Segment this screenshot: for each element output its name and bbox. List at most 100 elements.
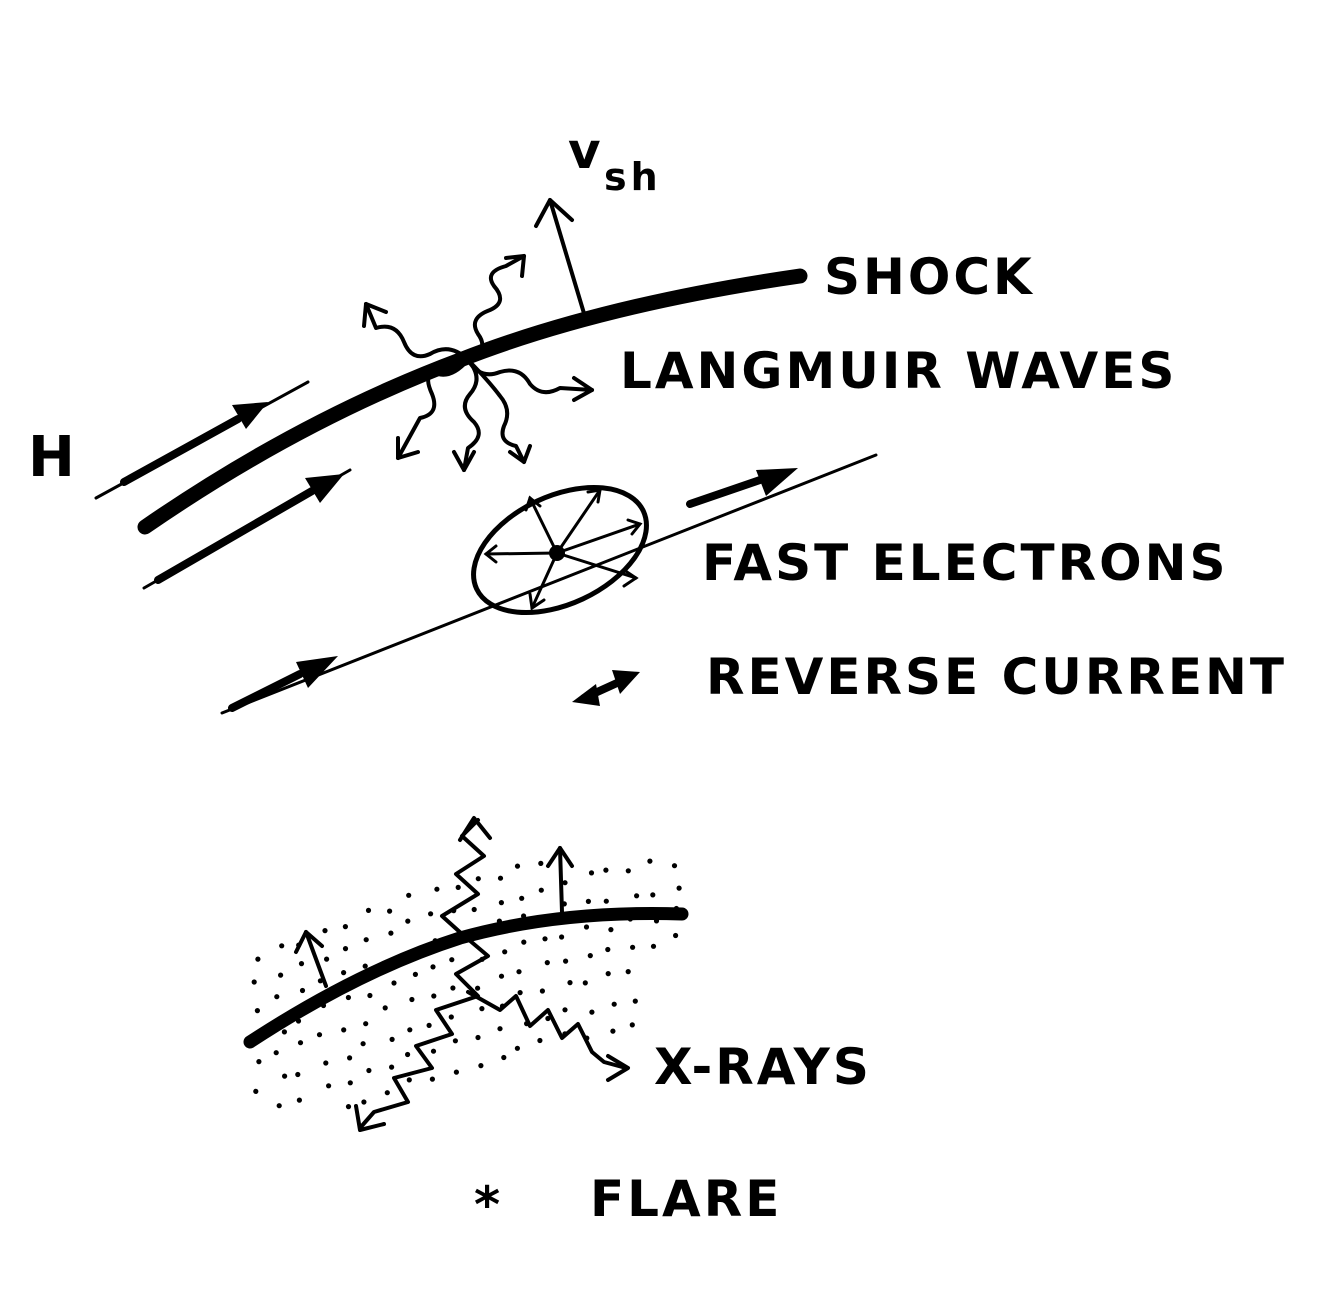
stipple-dot	[365, 907, 372, 914]
stipple-dot	[274, 994, 280, 1000]
stipple-dot	[450, 985, 456, 991]
field-line-2-arrowhead	[305, 474, 344, 503]
stipple-dot	[255, 956, 261, 962]
stipple-dot	[632, 998, 638, 1004]
stipple-dot	[363, 1021, 369, 1027]
xray-right	[466, 990, 628, 1070]
stipple-dot	[429, 1076, 435, 1082]
field-line-1-thick	[120, 415, 242, 486]
stipple-dot	[583, 924, 590, 930]
stipple-dot	[497, 875, 504, 881]
stipple-dot	[671, 863, 678, 869]
stipple-dot	[382, 1005, 388, 1011]
xrays-label: X-RAYS	[654, 1038, 872, 1096]
stipple-dot	[282, 1073, 288, 1079]
stipple-dot	[497, 1026, 503, 1032]
stipple-dot	[409, 996, 415, 1003]
magnetic-field-lines	[94, 380, 878, 715]
field-line-3-thick-a	[228, 670, 304, 712]
lower-shock-front	[243, 907, 689, 1049]
stipple-dot	[539, 988, 546, 994]
stipple-dot	[391, 980, 397, 986]
stipple-dot	[479, 1006, 485, 1012]
stipple-dot	[342, 924, 348, 930]
field-line-3-arrowhead-a	[296, 656, 338, 688]
stipple-dot	[406, 892, 412, 898]
stipple-dot	[587, 953, 593, 959]
xray-arrows	[354, 816, 630, 1132]
stipple-dot	[650, 892, 656, 898]
stipple-dot	[559, 934, 565, 940]
stipple-dot	[361, 1099, 367, 1105]
stipple-dot	[326, 1083, 332, 1089]
stipple-dot	[471, 906, 477, 913]
stipple-dot	[281, 1029, 287, 1035]
stipple-dot	[367, 992, 373, 999]
stipple-dot	[585, 898, 592, 905]
stipple-dot	[603, 867, 609, 873]
stipple-dot	[322, 928, 328, 934]
stipple-dot	[521, 939, 527, 945]
langmuir-waves	[362, 254, 594, 472]
flare-label: FLARE	[590, 1170, 782, 1228]
stipple-dot	[407, 1027, 413, 1033]
stipple-dot	[475, 985, 481, 991]
stipple-dot	[430, 964, 436, 970]
stipple-dot	[453, 1069, 459, 1075]
wave-down-left	[396, 358, 470, 460]
field-line-3	[220, 453, 878, 715]
shock-velocity-arrow	[534, 198, 588, 322]
stipple-dot	[256, 1059, 262, 1065]
stipple-dot	[673, 932, 679, 939]
stipple-dot	[389, 1036, 395, 1042]
stipple-dot	[519, 895, 525, 901]
stipple-dot	[430, 1048, 437, 1054]
stipple-dot	[341, 970, 347, 976]
wave-up-right-head	[504, 254, 526, 278]
stipple-dot	[296, 1097, 302, 1103]
stipple-dot	[625, 868, 631, 874]
stipple-dot	[501, 1054, 507, 1061]
stipple-dot	[347, 1055, 353, 1061]
stipple-dot	[605, 946, 611, 953]
xray-down-left	[358, 932, 490, 1130]
stipple-dot	[347, 1080, 353, 1086]
stipple-dot	[452, 1038, 458, 1044]
stipple-dot	[342, 946, 349, 952]
stipple-dot	[514, 863, 521, 869]
wave-right	[466, 358, 594, 395]
stipple-dot	[514, 1045, 521, 1051]
stipple-dot	[582, 980, 588, 986]
lower-shock-normals	[294, 846, 574, 988]
stipple-dot	[434, 886, 440, 892]
stipple-dot	[412, 971, 418, 978]
stipple-dot	[384, 1090, 390, 1096]
velocity-label: v	[568, 122, 601, 180]
stipple-dot	[544, 960, 550, 966]
field-line-2-thick	[154, 487, 316, 584]
stipple-dot	[676, 885, 682, 891]
stipple-dot	[388, 930, 394, 936]
wave-down-left-head	[396, 436, 420, 460]
stipple-dot	[363, 937, 369, 943]
stipple-dot	[517, 990, 523, 996]
stippled-region	[251, 858, 682, 1110]
stipple-dot	[428, 911, 434, 917]
stipple-dot	[516, 969, 522, 975]
stipple-dot	[341, 1027, 347, 1033]
stipple-dot	[611, 1001, 617, 1007]
stipple-dot	[279, 943, 285, 949]
stipple-dot	[545, 1015, 551, 1022]
stipple-dot	[502, 949, 508, 955]
stipple-dot	[498, 973, 505, 979]
stipple-dot	[387, 908, 393, 914]
stipple-dot	[589, 1009, 595, 1015]
stipple-dot	[542, 936, 548, 942]
fast-electrons-label: FAST ELECTRONS	[702, 534, 1228, 592]
wave-down-right	[466, 358, 526, 464]
stipple-dot	[634, 893, 640, 899]
stipple-dot	[405, 1051, 411, 1058]
stipple-dot	[366, 1067, 372, 1074]
stipple-dot	[273, 1050, 279, 1056]
stipple-dot	[345, 994, 351, 1001]
